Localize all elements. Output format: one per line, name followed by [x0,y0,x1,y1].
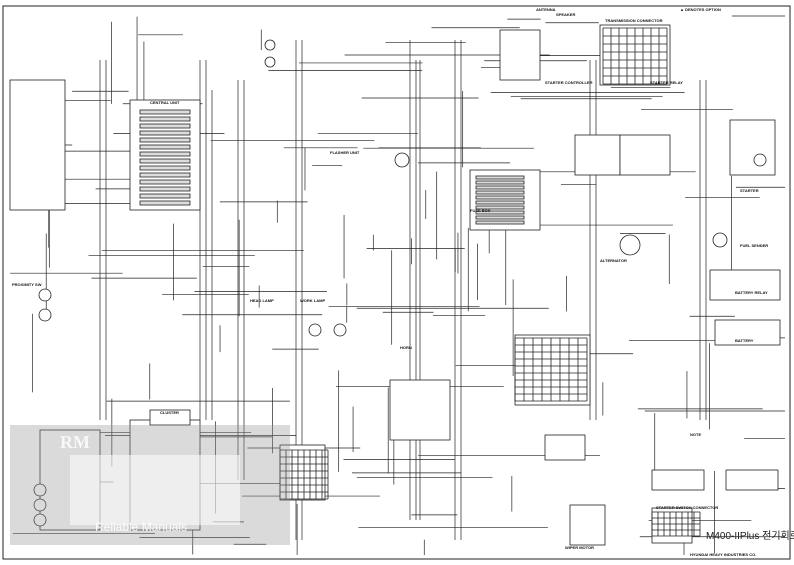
wires [10,15,785,555]
component-box [149,409,191,426]
fuse-row [475,175,525,180]
fuse-row [475,195,525,200]
label-starter-controller: STARTER CONTROLLER [545,80,593,85]
fuse-row [475,190,525,195]
component-box [709,269,781,301]
terminal-row [139,165,191,171]
label-central-unit: CENTRAL UNIT [150,100,180,105]
terminal-row [139,109,191,115]
component-box [279,444,326,501]
component-box [514,334,591,406]
terminal-row [139,151,191,157]
component-box [651,469,705,491]
motor-or-lamp [33,483,47,497]
label-proximity: PROXIMITY SW [12,282,42,287]
note-top: ▲ DENOTES OPTION [680,7,721,12]
component-box [389,379,451,441]
component-box [729,119,776,176]
terminal-row [139,200,191,206]
component-box [574,134,621,176]
fuse-row [475,180,525,185]
component-box [9,79,66,211]
components [9,24,781,546]
label-battery: BATTERY [735,338,754,343]
motor-or-lamp [264,56,276,68]
watermark-inner [70,455,240,525]
component-box [469,169,541,231]
terminal-row [139,137,191,143]
label-cluster: CLUSTER [160,410,179,415]
motor-or-lamp [264,39,276,51]
sheet-border [2,5,791,560]
label-fuse-box: FUSE BOX [470,208,491,213]
label-battery-relay: BATTERY RELAY [735,290,768,295]
motor-or-lamp [333,323,347,337]
label-starter-relay: STARTER RELAY [650,80,683,85]
fuse-row [475,205,525,210]
fuse-row [475,185,525,190]
fuse-row [475,210,525,215]
label-transmission: TRANSMISSION CONNECTOR [605,18,663,23]
watermark-text: Reliable Manuals [95,520,188,534]
component-box [499,29,541,81]
motor-or-lamp [619,234,641,256]
terminal-row [139,186,191,192]
label-work-lamp: WORK LAMP [300,298,326,303]
terminal-row [139,193,191,199]
label-head-lamp: HEAD LAMP [250,298,274,303]
component-box [544,434,586,461]
motor-or-lamp [38,308,52,322]
watermark-logo: RM [60,432,90,452]
label-alternator: ALTERNATOR [600,258,627,263]
component-box [569,504,606,546]
fuse-row [475,200,525,205]
motor-or-lamp [33,498,47,512]
label-starter: STARTER [740,188,759,193]
terminal-row [139,172,191,178]
label-fuel-sender: FUEL SENDER [740,243,769,248]
terminal-row [139,116,191,122]
terminal-row [139,158,191,164]
fuse-row [475,215,525,220]
label-horn: HORN [400,345,412,350]
label-wiper-motor: WIPER MOTOR [565,545,595,550]
motor-or-lamp [712,232,728,248]
component-box [619,134,671,176]
component-box [725,469,779,491]
motor-or-lamp [394,152,410,168]
terminal-row [139,130,191,136]
terminal-row [139,123,191,129]
terminal-row [139,144,191,150]
component-box [714,319,781,346]
motor-or-lamp [308,323,322,337]
terminal-row [139,179,191,185]
label-speaker: SPEAKER [556,12,576,17]
label-flasher: FLASHER UNIT [330,150,360,155]
label-antenna: ANTENNA [536,7,556,12]
motor-or-lamp [33,513,47,527]
label-note: NOTE [690,432,702,437]
diagram-title: M400-IIPlus 전기회로도 [706,531,794,542]
motor-or-lamp [753,153,767,167]
fuse-row [475,220,525,225]
motor-or-lamp [38,288,52,302]
maker-name: HYUNDAI HEAVY INDUSTRIES CO. [690,552,757,557]
label-starter-switch-connector: STARTER SWITCH CONNECTOR [656,505,719,510]
